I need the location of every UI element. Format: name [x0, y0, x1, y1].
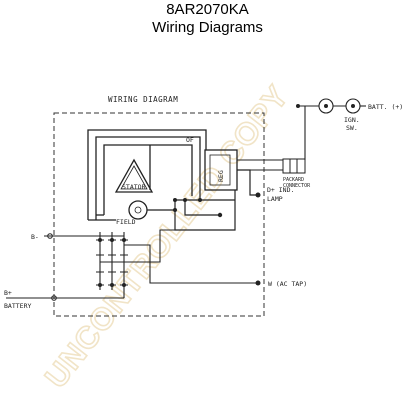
battery-label: BATTERY [4, 302, 31, 310]
winding-middle [95, 136, 201, 220]
b-minus-label: B- [31, 233, 39, 241]
ign-label-2: SW. [346, 124, 358, 132]
field-coil: FIELD [116, 200, 148, 226]
d-plus-terminal: D+ IND. LAMP [267, 186, 294, 203]
field-label: FIELD [116, 218, 136, 226]
housing-outline [53, 112, 265, 317]
ign-label-1: IGN. [344, 116, 360, 124]
b-minus-terminal: B- [31, 233, 124, 241]
d-plus-label-2: LAMP [267, 195, 283, 203]
page-subtitle: Wiring Diagrams [152, 19, 263, 36]
b-plus-label: B+ [4, 289, 12, 297]
stator-windings [87, 129, 207, 221]
of-label: OF [186, 136, 194, 144]
diagram-heading: WIRING DIAGRAM [108, 95, 178, 104]
packard-label-1: PACKARD [283, 177, 304, 183]
d-plus-label-1: D+ IND. [267, 186, 294, 194]
diode-bridge [96, 229, 258, 290]
packard-connector: PACKARD CONNECTOR [237, 158, 311, 189]
junction-dots [173, 192, 261, 218]
page-title: 8AR2070KA [166, 1, 249, 18]
packard-label-2: CONNECTOR [283, 183, 311, 189]
winding-outer [87, 129, 207, 220]
batt-label: BATT. (+) [368, 103, 403, 111]
w-ac-tap-terminal: W (AC TAP) [255, 280, 307, 288]
stator-label: STATOR [122, 183, 146, 191]
internal-wiring [147, 150, 258, 231]
w-ac-tap-label: W (AC TAP) [268, 280, 307, 288]
winding-inner [103, 144, 193, 215]
batt-ign-circuit: BATT. (+) IGN. SW. [296, 98, 403, 160]
regulator-label: REG [217, 170, 225, 182]
stator-symbol: STATOR [114, 158, 154, 193]
b-plus-terminal: B+ BATTERY [4, 289, 125, 310]
diode-dots [98, 238, 126, 287]
